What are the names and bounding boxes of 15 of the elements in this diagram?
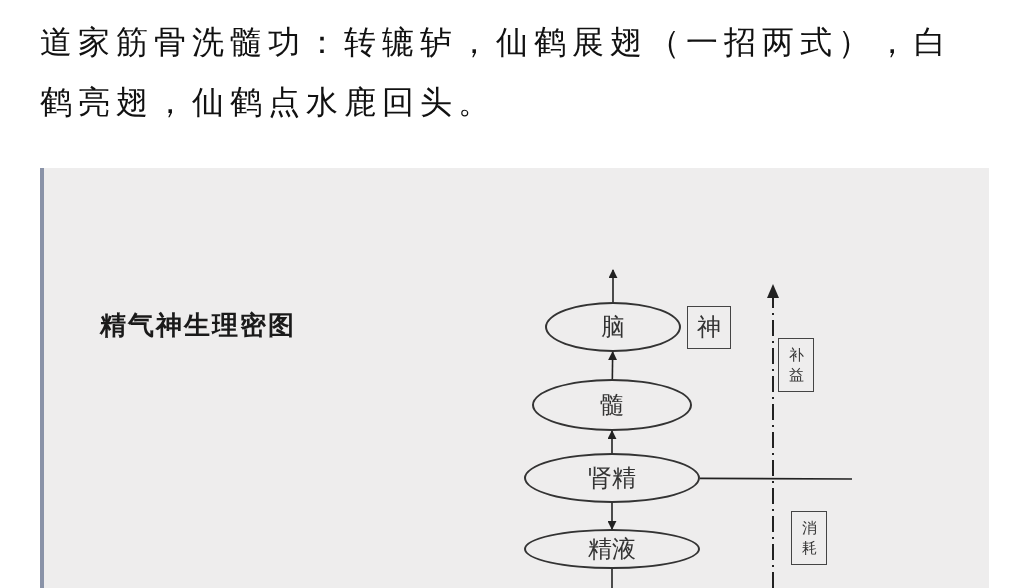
- label-box: 补益: [778, 338, 814, 392]
- organ-ellipse: 肾精: [524, 453, 700, 503]
- arrow: [607, 502, 617, 530]
- label-box: 消耗: [791, 511, 827, 565]
- line: [699, 477, 853, 480]
- label-box: 神: [687, 305, 731, 349]
- heading: 道家筋骨洗髓功：转辘轳，仙鹤展翅（一招两式），白鹤亮翅，仙鹤点水鹿回头。: [40, 22, 953, 123]
- arrow: [608, 269, 618, 303]
- organ-ellipse: 脑: [545, 302, 681, 352]
- line: [611, 568, 613, 588]
- arrow: [608, 351, 618, 380]
- arrow: [607, 430, 617, 454]
- organ-ellipse: 精液: [524, 529, 700, 569]
- figure-label: 精气神生理密图: [100, 309, 296, 342]
- organ-ellipse: 髓: [532, 379, 692, 431]
